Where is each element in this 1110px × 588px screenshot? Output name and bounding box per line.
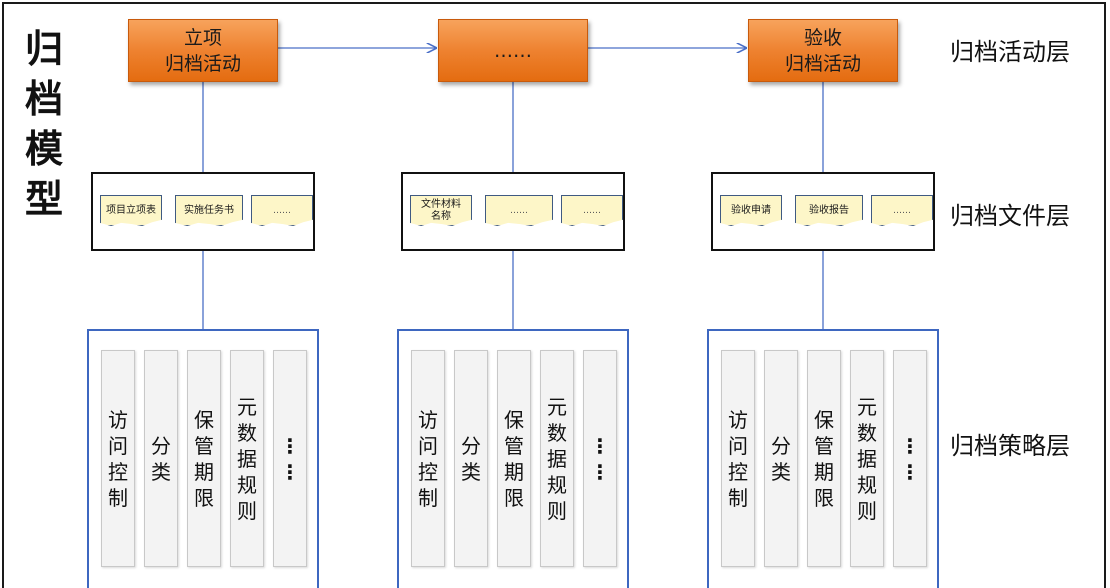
policy-panel-1: 访问控制分类保管期限元数据规则 ⋮⋮ <box>87 329 319 588</box>
policy-panel-3: 访问控制分类保管期限元数据规则 ⋮⋮ <box>707 329 939 588</box>
policy-item: 元数据规则 <box>850 350 884 567</box>
activity-box-3: 验收 归档活动 <box>748 19 898 82</box>
activity-box-1: 立项 归档活动 <box>128 19 278 82</box>
policy-item: 保管期限 <box>807 350 841 567</box>
policy-item: 保管期限 <box>187 350 221 567</box>
policy-item: 分类 <box>454 350 488 567</box>
file-doc: …… <box>871 195 933 226</box>
file-panel-1: 项目立项表实施任务书 …… <box>91 172 315 251</box>
policy-item: 元数据规则 <box>230 350 264 567</box>
file-panel-2: 文件材料 名称 …… …… <box>401 172 625 251</box>
policy-panel-2: 访问控制分类保管期限元数据规则 ⋮⋮ <box>397 329 629 588</box>
policy-item: ⋮⋮ <box>893 350 927 567</box>
policy-item: 访问控制 <box>721 350 755 567</box>
file-doc: …… <box>251 195 313 226</box>
layer-label-policy: 归档策略层 <box>950 432 1070 460</box>
file-doc: 验收申请 <box>720 195 782 226</box>
layer-label-activity: 归档活动层 <box>950 38 1070 66</box>
model-title: 归档模型 <box>24 27 63 221</box>
policy-item: 访问控制 <box>411 350 445 567</box>
file-doc: …… <box>561 195 623 226</box>
policy-item: ⋮⋮ <box>273 350 307 567</box>
policy-item: 保管期限 <box>497 350 531 567</box>
file-doc: 项目立项表 <box>100 195 162 226</box>
policy-item: 访问控制 <box>101 350 135 567</box>
policy-item: 分类 <box>764 350 798 567</box>
file-doc: …… <box>485 195 553 226</box>
layer-label-file: 归档文件层 <box>950 202 1070 230</box>
file-doc: 验收报告 <box>795 195 863 226</box>
policy-item: ⋮⋮ <box>583 350 617 567</box>
activity-box-2: …… <box>438 19 588 82</box>
file-doc: 文件材料 名称 <box>410 195 472 226</box>
file-doc: 实施任务书 <box>175 195 243 226</box>
policy-item: 元数据规则 <box>540 350 574 567</box>
policy-item: 分类 <box>144 350 178 567</box>
file-panel-3: 验收申请验收报告 …… <box>711 172 935 251</box>
